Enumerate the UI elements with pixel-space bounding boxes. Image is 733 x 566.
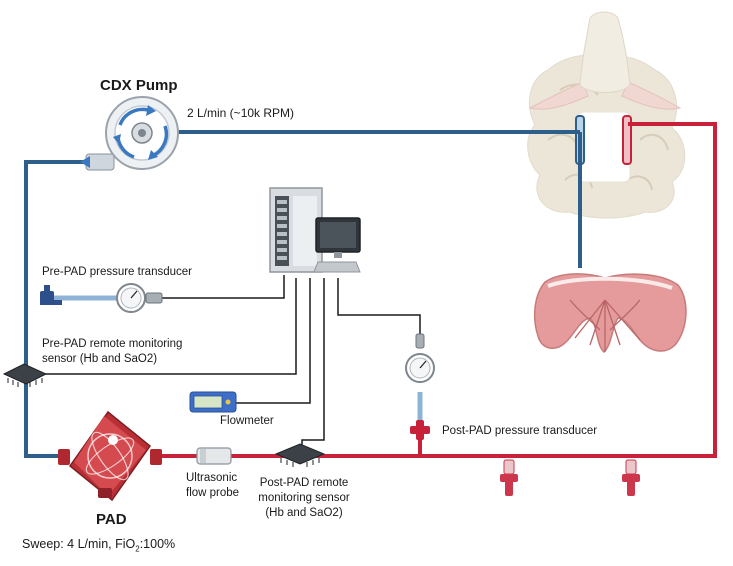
sensor-chip-icon bbox=[2, 363, 48, 387]
pad-oxygenator-icon bbox=[58, 410, 162, 502]
post-pressure-transducer bbox=[405, 333, 435, 440]
sensor-chip-icon bbox=[274, 443, 326, 467]
sweep-text-end: :100% bbox=[139, 537, 176, 551]
flowmeter-icon bbox=[189, 391, 237, 413]
pre-sensor-label-2: sensor (Hb and SaO2) bbox=[42, 353, 158, 365]
sheep-icon bbox=[527, 11, 686, 219]
flowmeter-label: Flowmeter bbox=[220, 415, 274, 427]
sweep-subscript: 2 bbox=[135, 544, 140, 554]
sweep-label: Sweep: 4 L/min, FiO2:100% bbox=[22, 536, 175, 558]
lung-icon bbox=[533, 273, 687, 353]
stopcock-icon bbox=[622, 459, 640, 496]
computer-icon bbox=[269, 187, 361, 273]
pressure-gauge-icon bbox=[116, 283, 146, 313]
sweep-text: Sweep: 4 L/min, FiO bbox=[22, 537, 136, 551]
pad-title: PAD bbox=[96, 511, 127, 528]
post-pressure-label: Post-PAD pressure transducer bbox=[442, 425, 598, 437]
flow-probe-label-1: Ultrasonic bbox=[186, 472, 238, 484]
arterial-line bbox=[158, 122, 717, 458]
flow-probe-label-2: flow probe bbox=[186, 487, 240, 499]
pre-pressure-transducer bbox=[40, 283, 163, 313]
pump-icon bbox=[80, 96, 179, 171]
post-sensor-label-3: (Hb and SaO2) bbox=[265, 507, 343, 519]
stopcock-icon bbox=[410, 420, 430, 440]
post-sensor-label-1: Post-PAD remote bbox=[259, 477, 349, 489]
flow-probe-icon bbox=[196, 447, 232, 465]
pump-flow-label: 2 L/min (~10k RPM) bbox=[187, 106, 295, 120]
pre-pressure-label: Pre-PAD pressure transducer bbox=[42, 266, 192, 278]
pump-title: CDX Pump bbox=[100, 77, 178, 94]
stopcock-icon bbox=[500, 459, 518, 496]
pre-sensor-label-1: Pre-PAD remote monitoring bbox=[42, 338, 183, 350]
venous-line bbox=[24, 130, 582, 458]
pressure-gauge-icon bbox=[405, 353, 435, 383]
post-sensor-label-2: monitoring sensor bbox=[258, 492, 350, 504]
